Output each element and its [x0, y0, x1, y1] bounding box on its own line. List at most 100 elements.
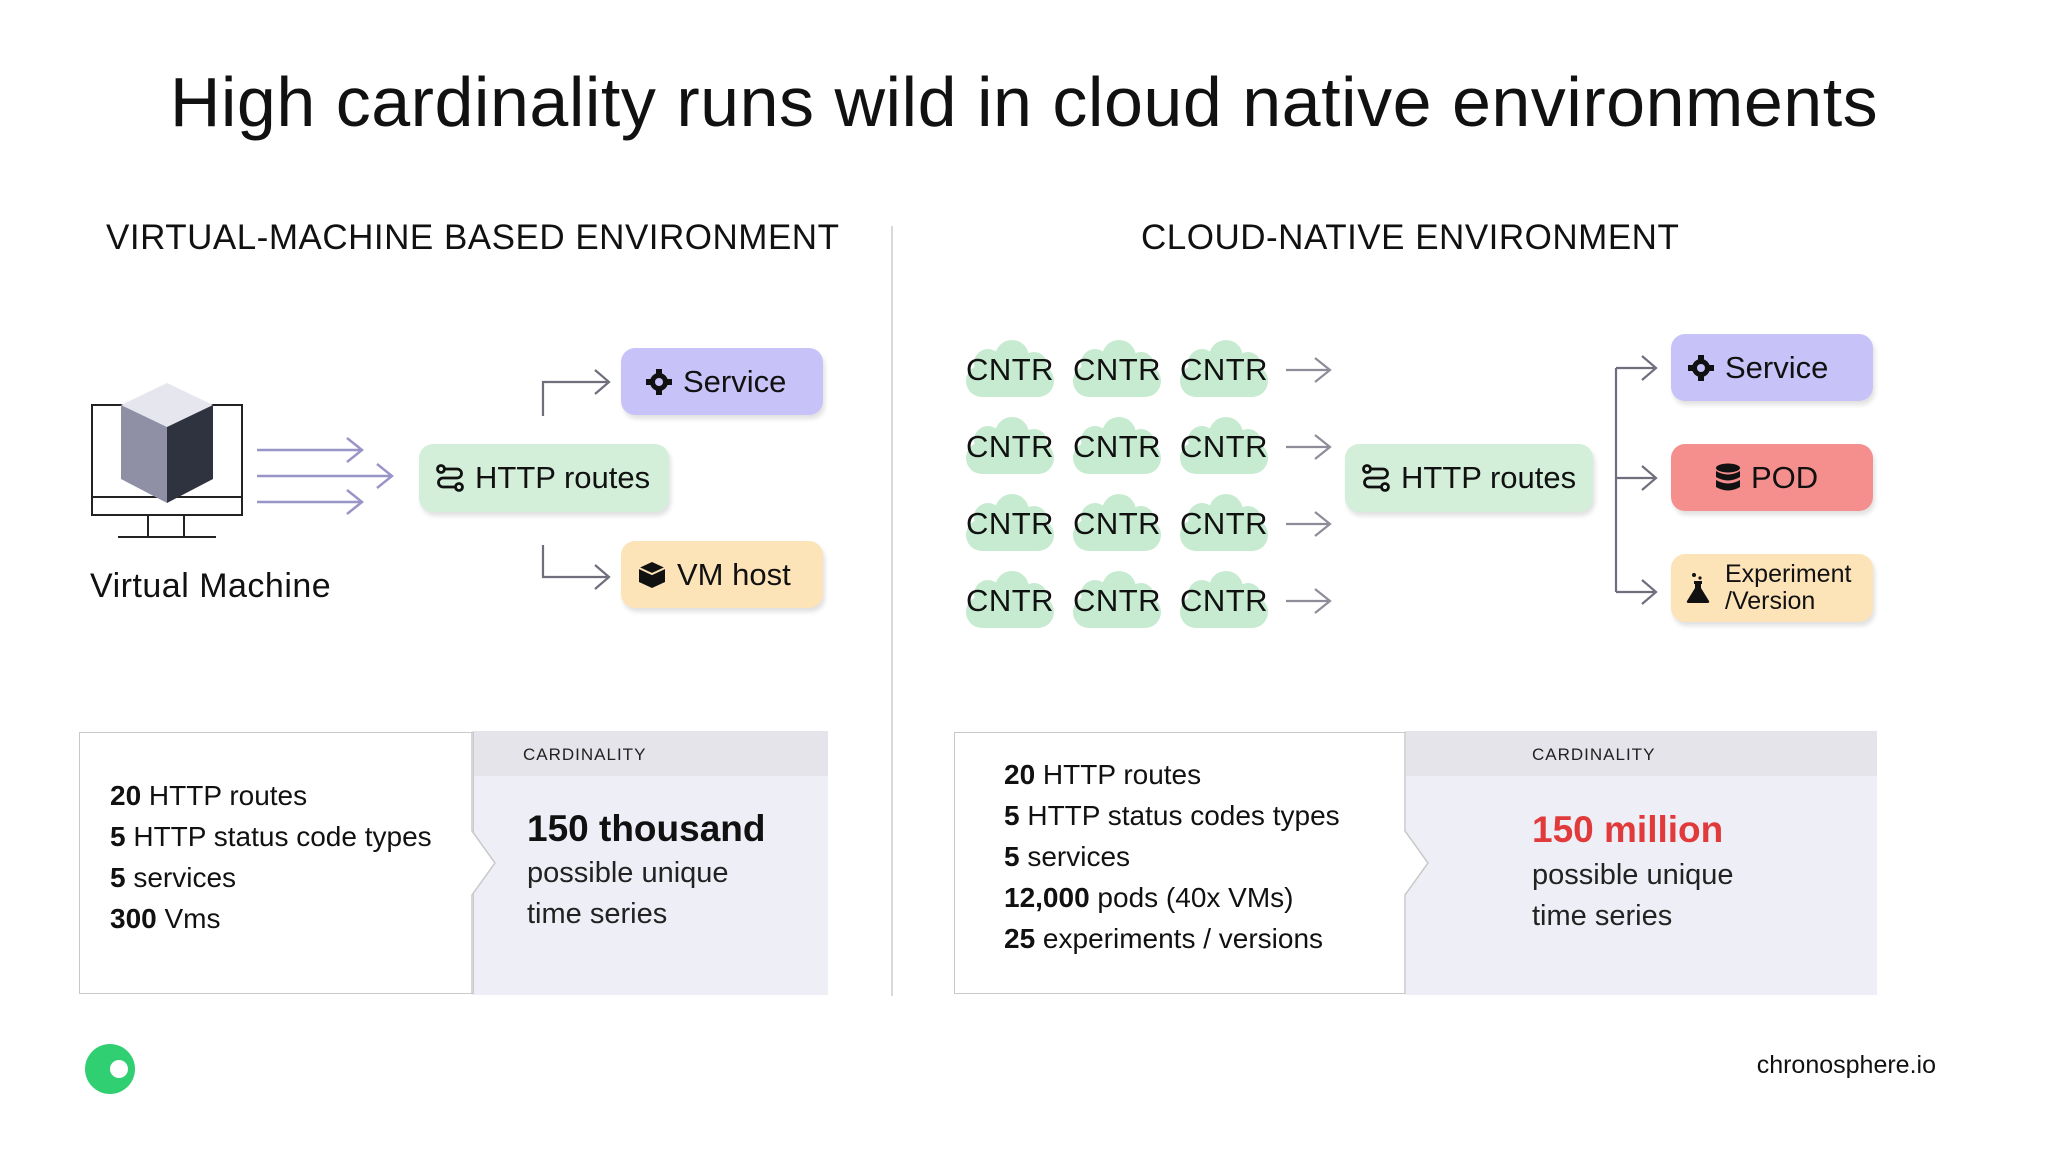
container-cloud: CNTR	[1174, 416, 1274, 478]
container-label: CNTR	[1072, 352, 1162, 387]
right-cardinality-label: CARDINALITY	[1532, 745, 1656, 764]
experiment-label-line2: /Version	[1725, 587, 1816, 615]
right-stats-box	[954, 732, 1406, 994]
cloud-icon	[966, 571, 1054, 628]
container-cloud: CNTR	[1067, 570, 1167, 632]
experiment-label-line1: Experiment	[1725, 560, 1852, 588]
stat-row: 20 HTTP routes	[1004, 754, 1340, 795]
container-label: CNTR	[1072, 583, 1162, 618]
arrow-icon	[1286, 588, 1332, 614]
left-section-heading: VIRTUAL-MACHINE BASED ENVIRONMENT	[106, 218, 840, 257]
stat-number: 12,000	[1004, 882, 1090, 913]
container-cloud: CNTR	[1174, 570, 1274, 632]
cloud-icon	[966, 494, 1054, 551]
container-cloud: CNTR	[960, 493, 1060, 555]
cloud-icon	[1073, 340, 1161, 397]
stat-number: 5	[1004, 841, 1020, 872]
arrow-icon	[1286, 511, 1332, 537]
left-stats-box	[79, 732, 474, 994]
route-icon	[436, 464, 464, 492]
route-icon	[1362, 464, 1390, 492]
stat-number: 5	[110, 821, 126, 852]
database-icon	[1716, 463, 1740, 490]
container-cloud: CNTR	[1174, 493, 1274, 555]
container-cloud: CNTR	[1067, 416, 1167, 478]
cloud-icon	[1073, 571, 1161, 628]
container-label: CNTR	[1179, 352, 1269, 387]
cloud-icon	[1073, 494, 1161, 551]
container-label: CNTR	[1179, 506, 1269, 541]
left-stats-notch	[471, 733, 496, 993]
stat-text: experiments / versions	[1035, 923, 1324, 954]
box-icon	[638, 561, 666, 588]
vm-host-box: VM host	[621, 541, 823, 608]
container-cloud: CNTR	[960, 339, 1060, 401]
arrow-icon	[1286, 357, 1332, 383]
left-service-label: Service	[683, 363, 787, 399]
stat-row: 5 services	[1004, 836, 1340, 877]
arrow-icon	[1286, 434, 1332, 460]
right-big-number: 150 million	[1532, 809, 1724, 850]
left-cardinality-desc-1: possible unique	[527, 857, 729, 889]
right-http-routes-label: HTTP routes	[1401, 460, 1577, 495]
stat-text: services	[125, 862, 237, 893]
container-label: CNTR	[965, 506, 1055, 541]
experiment-box: Experiment /Version	[1671, 554, 1873, 622]
left-cardinality-label: CARDINALITY	[523, 745, 647, 764]
stat-number: 20	[1004, 759, 1036, 790]
container-label: CNTR	[1179, 429, 1269, 464]
container-label: CNTR	[1072, 429, 1162, 464]
stat-text: pods (40x VMs)	[1089, 882, 1294, 913]
cloud-icon	[1180, 417, 1268, 474]
container-label: CNTR	[965, 429, 1055, 464]
stat-number: 5	[1004, 800, 1020, 831]
gear-icon	[646, 368, 672, 395]
right-cardinality-desc-1: possible unique	[1532, 859, 1734, 891]
stat-text: HTTP status codes types	[1019, 800, 1340, 831]
stat-row: 20 HTTP routes	[110, 775, 432, 816]
vm-host-label: VM host	[677, 556, 791, 592]
container-cloud: CNTR	[1067, 339, 1167, 401]
cloud-icon	[1073, 417, 1161, 474]
left-cardinality-header	[472, 731, 828, 776]
cloud-icon	[1180, 571, 1268, 628]
stat-number: 300	[110, 903, 157, 934]
brand-url: chronosphere.io	[1756, 1051, 1936, 1079]
container-label: CNTR	[965, 352, 1055, 387]
right-section-heading: CLOUD-NATIVE ENVIRONMENT	[1141, 218, 1680, 257]
stat-row: 12,000 pods (40x VMs)	[1004, 877, 1340, 918]
page-title: High cardinality runs wild in cloud nati…	[169, 63, 1879, 141]
gear-icon	[1688, 354, 1714, 381]
right-service-label: Service	[1725, 349, 1829, 385]
section-divider	[891, 226, 893, 996]
stat-row: 300 Vms	[110, 898, 432, 939]
vm-label: Virtual Machine	[90, 567, 332, 605]
stat-number: 5	[110, 862, 126, 893]
cloud-icon	[966, 417, 1054, 474]
stat-number: 25	[1004, 923, 1036, 954]
container-label: CNTR	[965, 583, 1055, 618]
right-cardinality-desc-2: time series	[1532, 900, 1673, 932]
stat-number: 20	[110, 780, 142, 811]
stat-text: HTTP routes	[1035, 759, 1202, 790]
container-cloud: CNTR	[1174, 339, 1274, 401]
stat-row: 5 HTTP status codes types	[1004, 795, 1340, 836]
stat-row: 25 experiments / versions	[1004, 918, 1340, 959]
stat-text: HTTP routes	[141, 780, 308, 811]
flask-icon	[1686, 573, 1710, 603]
monitor-icon	[91, 383, 243, 538]
left-service-box: Service	[621, 348, 823, 415]
pod-box: POD	[1671, 444, 1873, 511]
right-service-box: Service	[1671, 334, 1873, 401]
cube-icon	[121, 383, 213, 503]
stat-text: HTTP status code types	[125, 821, 432, 852]
left-http-routes-box: HTTP routes	[419, 444, 669, 512]
left-branch-arrows	[541, 369, 611, 590]
container-cloud: CNTR	[1067, 493, 1167, 555]
cloud-icon	[1180, 494, 1268, 551]
stat-text: Vms	[156, 903, 221, 934]
container-cloud: CNTR	[960, 416, 1060, 478]
cloud-icon	[1180, 340, 1268, 397]
